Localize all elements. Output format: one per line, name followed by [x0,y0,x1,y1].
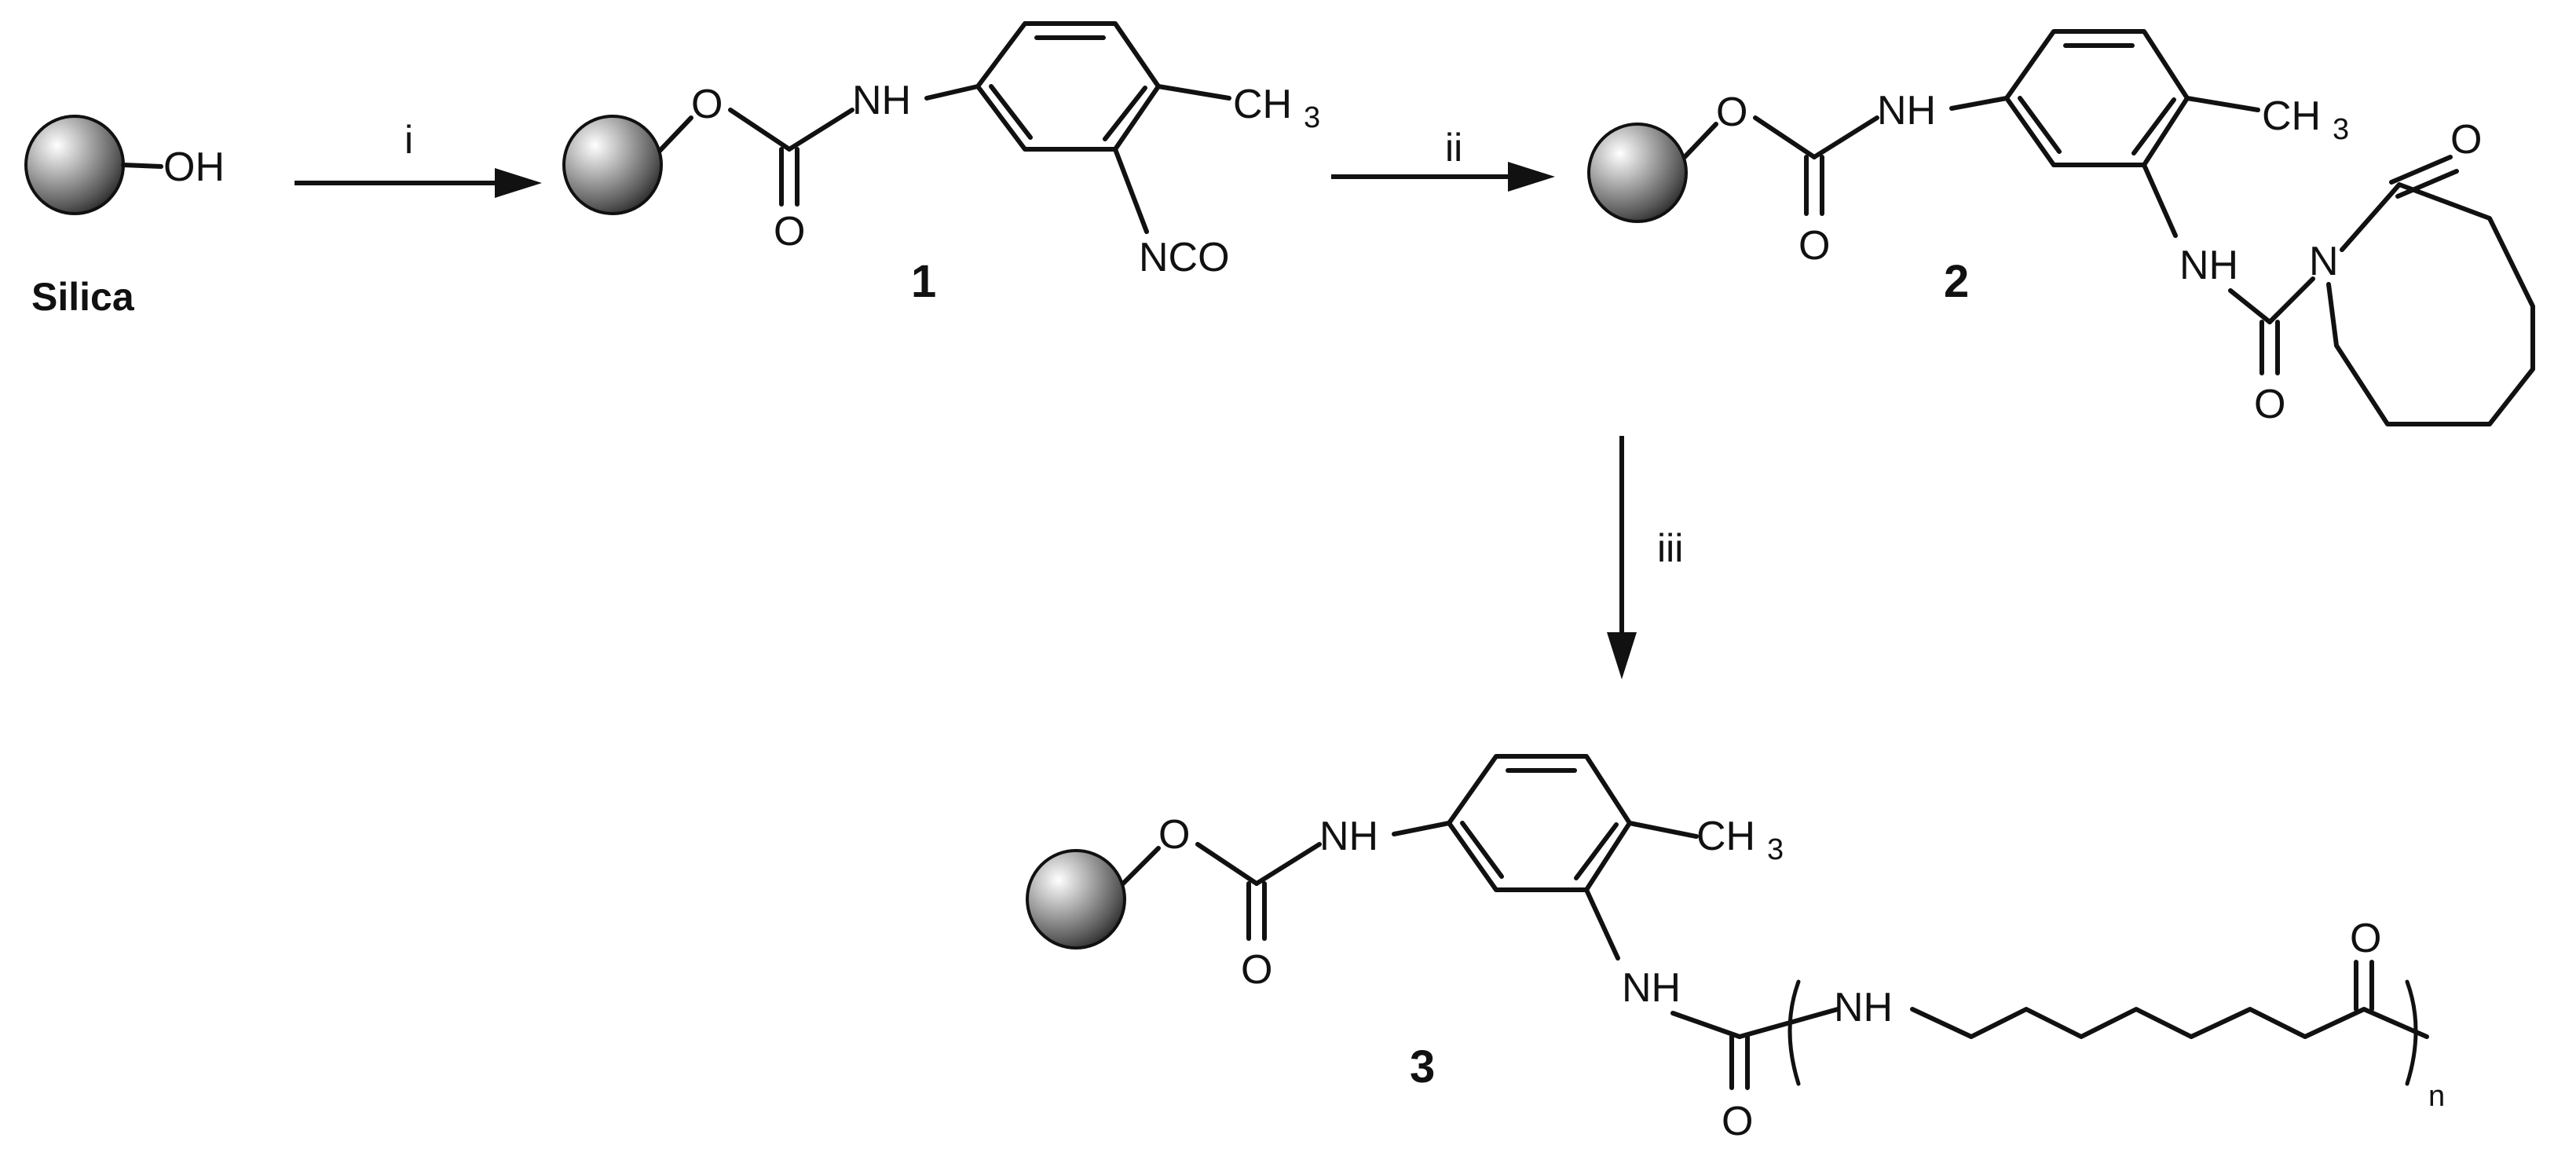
carbonyl-oxygen-label: O [2254,382,2285,427]
silica-reagent: OH Silica [24,115,225,319]
step-label-i: i [404,118,413,162]
bond [121,163,163,169]
bond [924,84,980,101]
carbonyl-oxygen-label: O [1722,1099,1753,1144]
isocyanate-label: NCO [1139,235,1230,280]
lactam-nitrogen-label: N [2309,239,2339,284]
carbonyl-oxygen-label: O [1241,947,1272,993]
arrowhead [1508,162,1555,192]
methyl-label: CH [1233,82,1292,127]
bond [1113,147,1149,234]
step-label-iii: iii [1657,526,1683,570]
bond [1392,821,1451,836]
bond [1737,1007,1840,1039]
nh-label: NH [1622,965,1681,1011]
bond [1121,846,1161,886]
hydroxyl-label: OH [163,145,225,190]
bond [1682,122,1718,159]
repeat-subscript: n [2428,1080,2445,1113]
bond [787,108,854,152]
benzene-ring [1447,754,1632,892]
right-bracket [2405,979,2418,1086]
bond [1156,84,1231,101]
bond [1753,115,1817,159]
benzene-ring [975,21,1161,152]
methyl-subscript: 3 [1767,833,1784,866]
carbonyl-oxygen-label: O [2350,916,2381,961]
silica-bead [562,115,663,215]
carbonyl-oxygen-label: O [774,209,805,254]
bond [1812,115,1879,159]
reaction-arrow-i: i [295,118,542,198]
polymer-chain [1910,1007,2429,1039]
bond [2267,276,2315,324]
nh-label: NH [1834,985,1893,1030]
bond [1195,842,1259,886]
reaction-arrow-iii: iii [1607,436,1683,679]
bond [1574,822,1619,880]
nh-label: NH [1877,88,1936,134]
bond [1949,96,2009,111]
bond [1627,821,1699,839]
step-label-ii: ii [1445,126,1462,170]
methyl-subscript: 3 [1304,101,1320,134]
oxygen-label: O [691,82,723,127]
carbonyl-oxygen-label: O [1798,223,1830,269]
bond [1460,821,1504,879]
bond [1103,86,1147,141]
caprolactam-ring [2326,182,2535,426]
bond [1584,887,1620,961]
nh-label: NH [1319,814,1378,859]
arrowhead [1607,632,1637,679]
bond [728,108,792,152]
methyl-label: CH [2262,93,2321,139]
methyl-subscript: 3 [2333,113,2349,146]
bond [657,115,693,153]
bond [2228,288,2272,324]
bond [1670,1011,1742,1039]
compound-1: O O NH CH 3 NCO 1 [562,21,1320,307]
bond [2395,169,2459,199]
benzene-ring [2004,29,2190,167]
silica-bead [24,115,125,215]
arrowhead [495,168,542,198]
oxygen-label: O [1716,90,1747,135]
bond [2389,155,2453,185]
lactam-oxygen-label: O [2450,117,2482,163]
compound-3: O O NH CH 3 NH O NH O n 3 [1026,754,2445,1144]
silica-bead [1026,849,1126,950]
nh-label: NH [2179,243,2238,288]
left-bracket [1787,979,1801,1086]
bond [2131,97,2176,156]
oxygen-label: O [1158,812,1190,858]
compound-number-2: 2 [1944,256,1969,307]
bond [2142,163,2178,238]
bond [2185,96,2260,112]
bond [2018,96,2062,154]
compound-2: O O NH CH 3 NH O N O 2 [1587,29,2535,427]
reaction-arrow-ii: ii [1331,126,1555,192]
compound-number-1: 1 [911,256,936,307]
silica-bead [1587,123,1688,223]
methyl-label: CH [1696,814,1755,859]
compound-number-3: 3 [1410,1041,1435,1092]
silica-label: Silica [31,275,135,319]
nh-label: NH [852,78,911,123]
bond [1254,842,1322,886]
bond [989,84,1033,140]
